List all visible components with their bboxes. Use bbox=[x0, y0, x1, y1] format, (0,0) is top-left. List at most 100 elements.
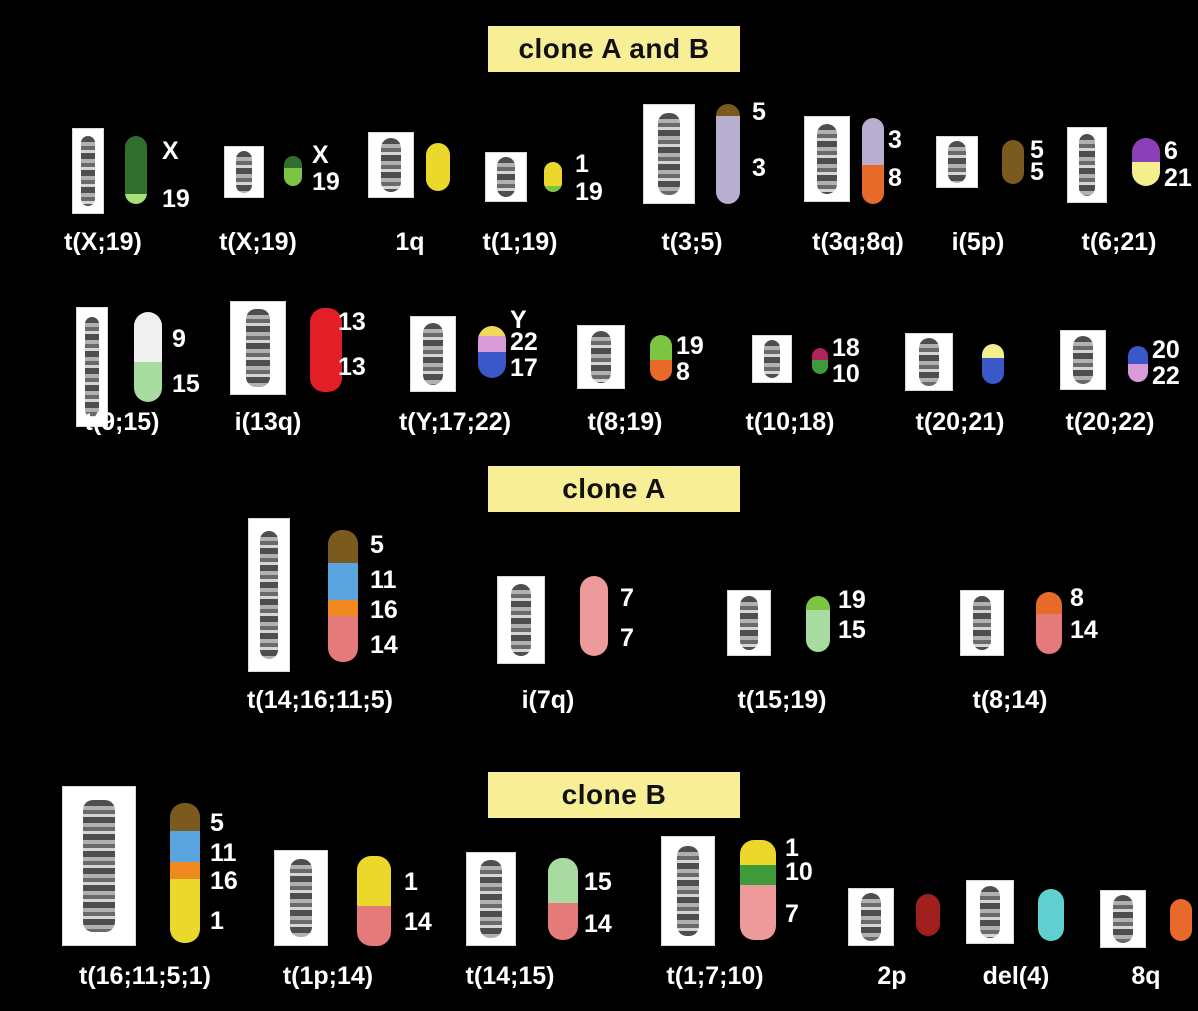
painted-chromosome bbox=[982, 344, 1004, 384]
painted-segment bbox=[806, 610, 830, 652]
banded-chromosome bbox=[817, 123, 837, 195]
karyotype-caption: i(7q) bbox=[521, 686, 575, 714]
painted-chromosome bbox=[812, 348, 828, 374]
painted-chromosome bbox=[1170, 899, 1192, 941]
painted-chromosome bbox=[478, 326, 506, 378]
gray-chromosome-image bbox=[72, 128, 104, 214]
chromosome-number-label: 19 bbox=[575, 178, 603, 206]
painted-segment bbox=[916, 894, 940, 936]
gray-chromosome-image bbox=[62, 786, 136, 946]
chromosome-number-label: 1 bbox=[210, 907, 224, 935]
painted-segment bbox=[357, 856, 391, 906]
karyotype-caption: t(3;5) bbox=[661, 228, 723, 256]
painted-chromosome bbox=[310, 308, 342, 392]
chromosome-number-label: 21 bbox=[1164, 164, 1192, 192]
gray-chromosome-image bbox=[76, 307, 108, 427]
banner-clone-a-text: clone A bbox=[562, 473, 666, 504]
banded-chromosome bbox=[972, 596, 992, 650]
painted-segment bbox=[1002, 140, 1024, 184]
karyotype-caption: t(X;19) bbox=[64, 228, 142, 256]
painted-segment bbox=[544, 186, 562, 192]
painted-segment bbox=[650, 360, 672, 381]
gray-chromosome-image bbox=[248, 518, 290, 672]
chromosome-number-label: 19 bbox=[676, 332, 704, 360]
karyotype-caption: t(20;21) bbox=[915, 408, 1005, 436]
gray-chromosome-image bbox=[1067, 127, 1107, 203]
gray-chromosome-image bbox=[727, 590, 771, 656]
painted-chromosome bbox=[328, 530, 358, 662]
painted-segment bbox=[1128, 364, 1148, 382]
painted-segment bbox=[544, 162, 562, 187]
karyotype-caption: t(15;19) bbox=[737, 686, 827, 714]
painted-chromosome bbox=[544, 162, 562, 192]
karyotype-caption: t(1p;14) bbox=[282, 962, 374, 990]
painted-segment bbox=[806, 596, 830, 611]
chromosome-number-label: 8 bbox=[676, 358, 690, 386]
karyotype-caption: t(1;19) bbox=[482, 228, 558, 256]
chromosome-number-label: 19 bbox=[312, 168, 340, 196]
chromosome-number-label: 18 bbox=[832, 334, 860, 362]
painted-segment bbox=[812, 348, 828, 360]
painted-segment bbox=[548, 858, 578, 904]
karyotype-caption: i(13q) bbox=[234, 408, 302, 436]
painted-segment bbox=[426, 143, 450, 191]
painted-chromosome bbox=[357, 856, 391, 946]
painted-chromosome bbox=[862, 118, 884, 204]
karyotype-caption: t(3q;8q) bbox=[812, 228, 904, 256]
chromosome-number-label: 17 bbox=[510, 354, 538, 382]
chromosome-number-label: 11 bbox=[370, 566, 397, 594]
gray-chromosome-image bbox=[466, 852, 516, 946]
painted-segment bbox=[716, 116, 740, 204]
karyotype-caption: 8q bbox=[1131, 962, 1161, 990]
banded-chromosome bbox=[1113, 895, 1133, 943]
karyotype-caption: t(Y;17;22) bbox=[398, 408, 512, 436]
karyotype-caption: t(6;21) bbox=[1081, 228, 1157, 256]
chromosome-number-label: 3 bbox=[888, 126, 902, 154]
painted-chromosome bbox=[1036, 592, 1062, 654]
karyotype-caption: t(16;11;5;1) bbox=[79, 962, 211, 990]
gray-chromosome-image bbox=[410, 316, 456, 392]
gray-chromosome-image bbox=[905, 333, 953, 391]
chromosome-number-label: 16 bbox=[370, 596, 398, 624]
painted-segment bbox=[650, 335, 672, 361]
chromosome-number-label: 11 bbox=[210, 839, 237, 867]
painted-segment bbox=[170, 803, 200, 832]
chromosome-number-label: 14 bbox=[584, 910, 612, 938]
chromosome-number-label: 5 bbox=[752, 98, 766, 126]
chromosome-number-label: 10 bbox=[785, 858, 813, 886]
karyotype-caption: 2p bbox=[877, 962, 907, 990]
karyotype-caption: t(1;7;10) bbox=[666, 962, 764, 990]
painted-segment bbox=[478, 352, 506, 378]
painted-chromosome bbox=[740, 840, 776, 940]
banded-chromosome bbox=[246, 309, 270, 387]
banded-chromosome bbox=[260, 531, 278, 659]
chromosome-number-label: 5 bbox=[1030, 136, 1044, 164]
chromosome-number-label: 1 bbox=[575, 150, 589, 178]
painted-segment bbox=[284, 168, 302, 186]
banded-chromosome bbox=[739, 596, 759, 650]
painted-chromosome bbox=[580, 576, 608, 656]
chromosome-number-label: 13 bbox=[338, 308, 366, 336]
painted-chromosome bbox=[1038, 889, 1064, 941]
karyotype-caption: i(5p) bbox=[951, 228, 1005, 256]
painted-segment bbox=[134, 361, 162, 402]
banded-chromosome bbox=[658, 112, 680, 196]
karyotype-caption: del(4) bbox=[982, 962, 1050, 990]
painted-segment bbox=[328, 530, 358, 564]
banded-chromosome bbox=[381, 138, 401, 192]
chromosome-number-label: 7 bbox=[785, 900, 799, 928]
chromosome-number-label: 7 bbox=[620, 584, 634, 612]
karyotype-caption: t(14;16;11;5) bbox=[247, 686, 393, 714]
painted-segment bbox=[357, 905, 391, 946]
painted-segment bbox=[1132, 162, 1160, 186]
banded-chromosome bbox=[590, 330, 612, 384]
chromosome-number-label: 15 bbox=[584, 868, 612, 896]
chromosome-number-label: 22 bbox=[1152, 362, 1180, 390]
painted-chromosome bbox=[1002, 140, 1024, 184]
painted-segment bbox=[170, 861, 200, 880]
banded-chromosome bbox=[1078, 133, 1096, 197]
chromosome-number-label: 5 bbox=[370, 531, 384, 559]
karyotype-caption: t(8;14) bbox=[972, 686, 1048, 714]
painted-chromosome bbox=[650, 335, 672, 381]
